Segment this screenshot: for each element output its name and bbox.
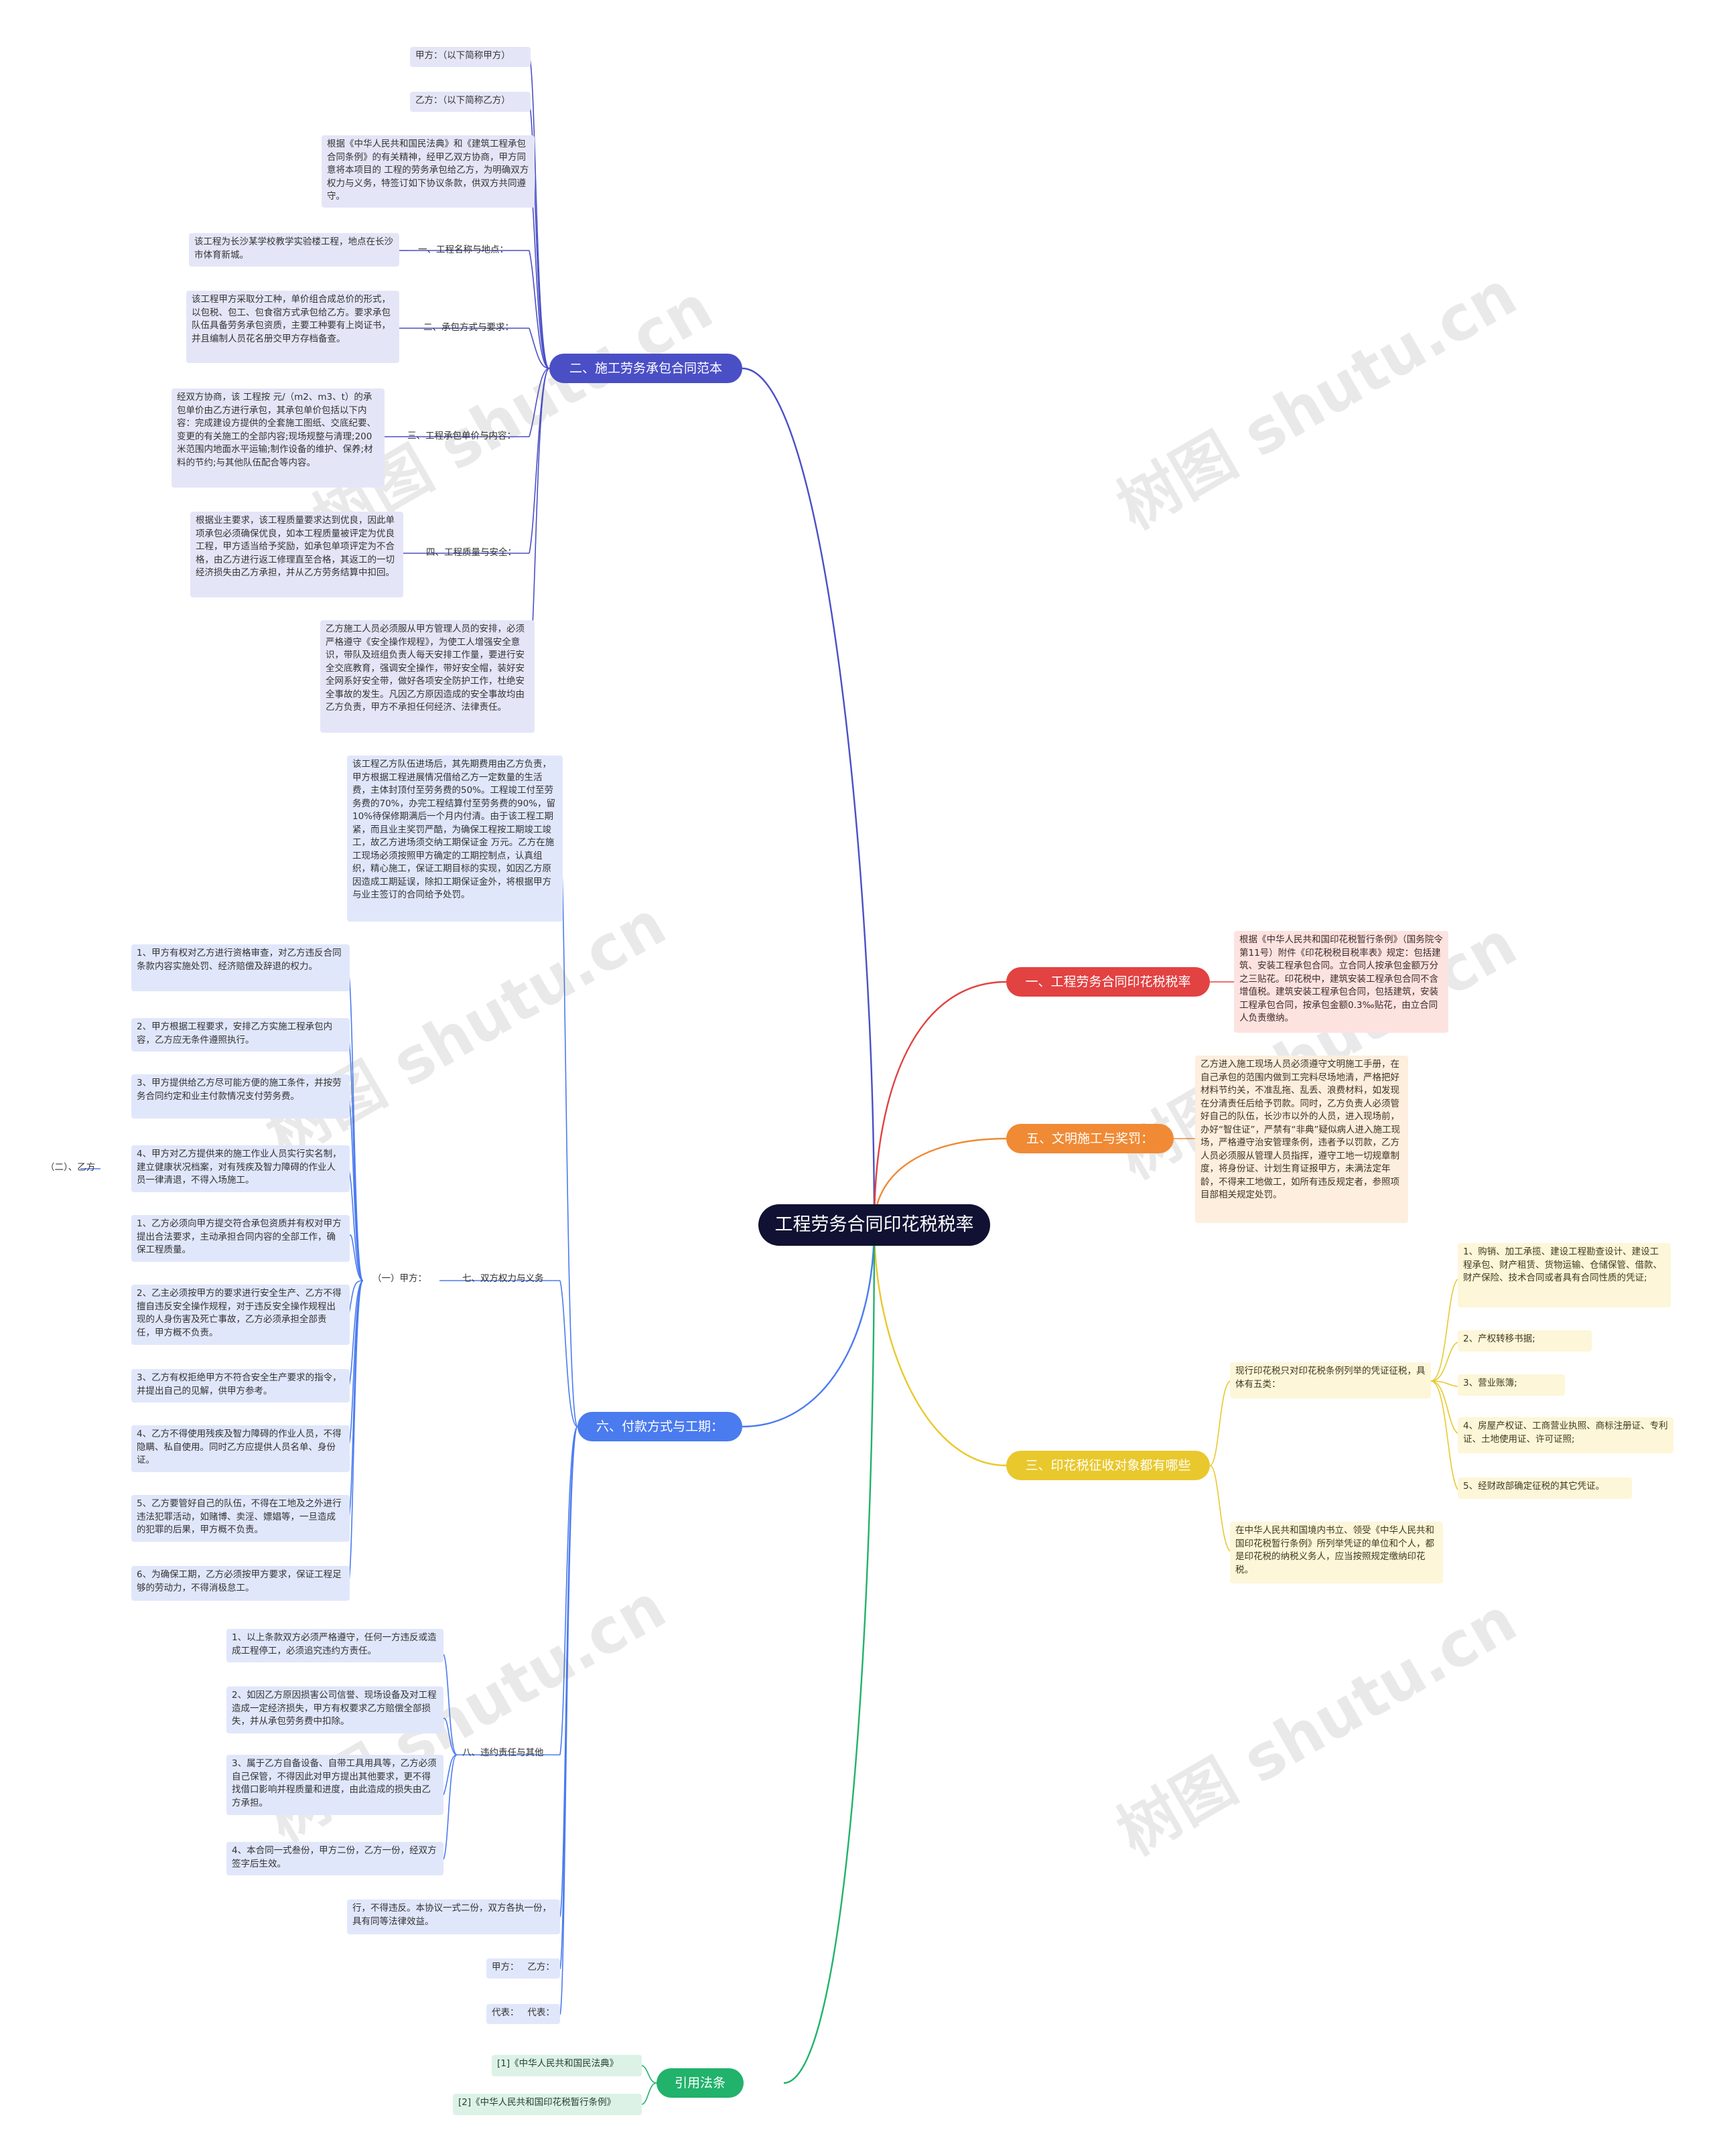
leaf-project-name[interactable]: 该工程为长沙某学校教学实验楼工程，地点在长沙市体育新城。 [189, 233, 399, 267]
root-topic[interactable]: 工程劳务合同印花税税率 [758, 1204, 990, 1246]
branch-tax-objects[interactable]: 三、印花税征收对象都有哪些 [1006, 1451, 1210, 1480]
leaf-party-a[interactable]: 甲方：（以下简称甲方） [410, 47, 531, 67]
leaf-payment[interactable]: 该工程乙方队伍进场后，其先期费用由乙方负责，甲方根据工程进展情况借给乙方一定数量… [347, 756, 563, 922]
link-root-b2 [742, 367, 876, 1226]
leaf-tail-copies[interactable]: 行，不得违反。本协议一式二份，双方各执一份，具有同等法律效益。 [347, 1899, 560, 1934]
leaf-tail-signature[interactable]: 甲方： 乙方： [486, 1958, 560, 1979]
leaf-a2[interactable]: 2、甲方根据工程要求，安排乙方实施工程承包内容，乙方应无条件遵照执行。 [131, 1018, 350, 1052]
leaf-safety-rules[interactable]: 乙方施工人员必须服从甲方管理人员的安排，必须严格遵守《安全操作规程》，为使工人增… [320, 620, 535, 733]
leaf-unit-price[interactable]: 经双方协商，该 工程按 元/（m2、m3、t）的承包单价由乙方进行承包，其承包单… [172, 388, 385, 488]
leaf-b3[interactable]: 3、乙方有权拒绝甲方不符合安全生产要求的指令，并提出自己的见解，供甲方参考。 [131, 1369, 350, 1403]
leaf-contract-method[interactable]: 该工程甲方采取分工种，单价组合成总价的形式，以包税、包工、包食宿方式承包给乙方。… [186, 291, 399, 363]
branch-tax-rate[interactable]: 一、工程劳务合同印花税税率 [1006, 967, 1210, 997]
leaf-a1[interactable]: 1、甲方有权对乙方进行资格审查，对乙方违反合同条款内容实施处罚、经济赔偿及辞退的… [131, 944, 350, 991]
link-root-b6 [742, 1225, 876, 1428]
leaf-b4[interactable]: 4、乙方不得使用残疾及智力障碍的作业人员，不得隐瞒、私自使用。同时乙方应提供人员… [131, 1425, 350, 1472]
branch-payment-schedule[interactable]: 六、付款方式与工期： [577, 1412, 742, 1441]
leaf-item-4[interactable]: 4、房屋产权证、工商营业执照、商标注册证、专利证、土地使用证、许可证照; [1458, 1417, 1673, 1453]
leaf-c4[interactable]: 4、本合同一式叁份，甲方二份，乙方一份，经双方签字后生效。 [226, 1842, 443, 1875]
link-root-b1 [873, 981, 1007, 1226]
leaf-a3[interactable]: 3、甲方提供给乙方尽可能方便的施工条件，并按劳务合同约定和业主付款情况支付劳务费… [131, 1074, 350, 1119]
leaf-b6[interactable]: 6、为确保工期，乙方必须按甲方要求，保证工程足够的劳动力，不得消极怠工。 [131, 1566, 350, 1601]
leaf-item-3[interactable]: 3、营业账簿; [1458, 1374, 1565, 1396]
section-quality-safety[interactable]: 四、工程质量与安全： [426, 547, 517, 558]
link-root-b3 [873, 1225, 1007, 1467]
leaf-a4[interactable]: 4、甲方对乙方提供来的施工作业人员实行实名制，建立健康状况档案，对有残疾及智力障… [131, 1145, 350, 1192]
leaf-c2[interactable]: 2、如因乙方原因损害公司信誉、现场设备及对工程造成一定经济损失，甲方有权要求乙方… [226, 1686, 443, 1733]
section-breach[interactable]: 八、违约责任与其他 [462, 1747, 544, 1758]
section-unit-price[interactable]: 三、工程承包单价与内容： [407, 431, 516, 441]
section-contract-method[interactable]: 二、承包方式与要求： [423, 322, 514, 333]
leaf-b5[interactable]: 5、乙方要管好自己的队伍，不得在工地及之外进行违法犯罪活动，如赌博、卖淫、嫖娼等… [131, 1495, 350, 1542]
leaf-tax-objects-intro[interactable]: 现行印花税只对印花税条例列举的凭证征税，具体有五类： [1230, 1362, 1431, 1398]
branch-contract-template[interactable]: 二、施工劳务承包合同范本 [549, 354, 742, 383]
section-rights-obligations[interactable]: 七、双方权力与义务 [462, 1273, 544, 1284]
leaf-item-5[interactable]: 5、经财政部确定征税的其它凭证。 [1458, 1478, 1632, 1499]
leaf-b1[interactable]: 1、乙方必须向甲方提交符合承包资质并有权对甲方提出合法要求，主动承担合同内容的全… [131, 1215, 350, 1262]
leaf-civilized-construction[interactable]: 乙方进入施工现场人员必须遵守文明施工手册，在自己承包的范围内做到工完料尽场地清，… [1195, 1056, 1408, 1223]
leaf-c3[interactable]: 3、属于乙方自备设备、自带工具用具等，乙方必须自己保管，不得因此对甲方提出其他要… [226, 1755, 443, 1815]
leaf-tax-rate[interactable]: 根据《中华人民共和国印花税暂行条例》（国务院令第11号）附件《印花税税目税率表》… [1234, 931, 1448, 1033]
leaf-c1[interactable]: 1、以上条款双方必须严格遵守，任何一方违反或造成工程停工，必须追究违约方责任。 [226, 1629, 443, 1662]
leaf-item-2[interactable]: 2、产权转移书据; [1458, 1330, 1592, 1352]
leaf-ref-stamp-tax[interactable]: [2]《中华人民共和国印花税暂行条例》 [453, 2094, 642, 2115]
leaf-item-1[interactable]: 1、购销、加工承揽、建设工程勘查设计、建设工程承包、财产租赁、货物运输、仓储保管… [1458, 1243, 1671, 1307]
leaf-taxpayer-note[interactable]: 在中华人民共和国境内书立、领受《中华人民共和国印花税暂行条例》所列举凭证的单位和… [1230, 1522, 1443, 1583]
branch-references[interactable]: 引用法条 [657, 2068, 744, 2098]
link-root-bref [783, 1225, 876, 2084]
section-party-b[interactable]: （二）、乙方 [46, 1162, 96, 1173]
section-project-name[interactable]: 一、工程名称与地点： [418, 244, 508, 255]
leaf-ref-civil-code[interactable]: [1]《中华人民共和国民法典》 [492, 2055, 642, 2076]
leaf-tail-representative[interactable]: 代表： 代表： [486, 2004, 560, 2024]
leaf-quality-safety[interactable]: 根据业主要求，该工程质量要求达到优良，因此单项承包必须确保优良，如本工程质量被评… [190, 512, 403, 597]
branch-civilized-construction[interactable]: 五、文明施工与奖罚： [1006, 1124, 1174, 1153]
leaf-preamble[interactable]: 根据《中华人民共和国民法典》和《建筑工程承包合同条例》的有关精神，经甲乙双方协商… [322, 135, 535, 208]
leaf-party-b[interactable]: 乙方：（以下简称乙方） [410, 92, 531, 112]
leaf-b2[interactable]: 2、乙主必须按甲方的要求进行安全生产、乙方不得擅自违反安全操作规程，对于违反安全… [131, 1285, 350, 1345]
section-party-a[interactable]: （一）甲方： [372, 1273, 427, 1284]
